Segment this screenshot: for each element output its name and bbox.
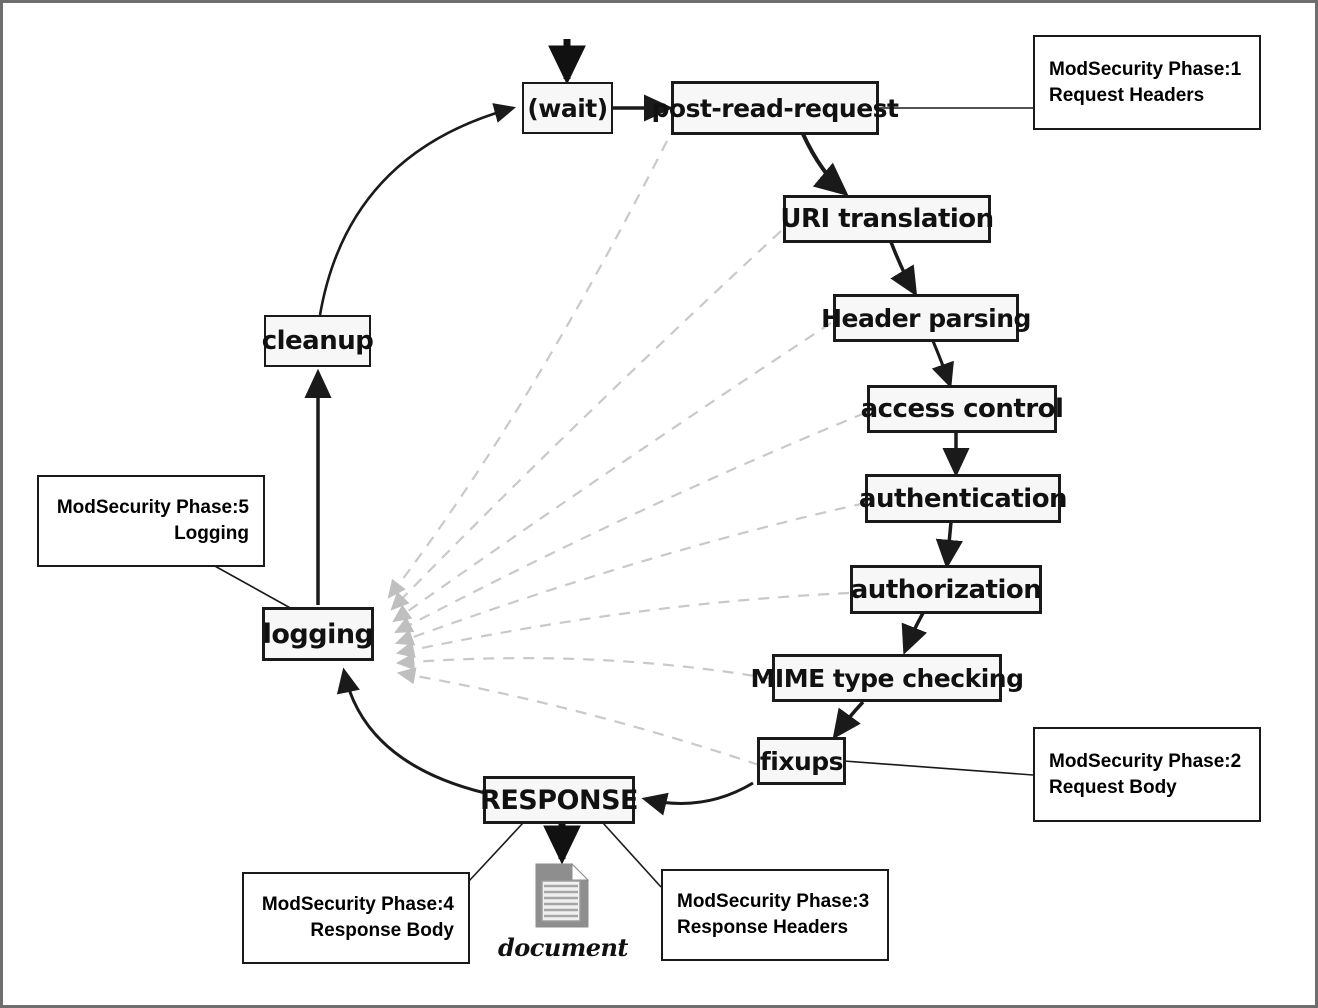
node-cleanup-label: cleanup xyxy=(261,326,374,356)
node-wait[interactable]: (wait) xyxy=(522,82,613,134)
callout-phase-4-line1: ModSecurity Phase:4 xyxy=(261,894,454,916)
node-logging-label: logging xyxy=(262,618,374,650)
node-authorization-label: authorization xyxy=(850,574,1042,605)
node-header-parsing-label: Header parsing xyxy=(821,303,1031,333)
node-wait-label: (wait) xyxy=(527,93,608,123)
node-authorization[interactable]: authorization xyxy=(850,565,1042,614)
node-mime-type-checking[interactable]: MIME type checking xyxy=(751,654,1024,702)
callout-phase-5: ModSecurity Phase:5 Logging xyxy=(37,475,265,567)
callout-phase-1-line2: Request Headers xyxy=(1049,84,1205,106)
node-uri-translation-label: URI translation xyxy=(780,204,994,234)
node-access-control[interactable]: access control xyxy=(861,385,1064,433)
callout-phase-1: ModSecurity Phase:1 Request Headers xyxy=(1033,35,1261,130)
callout-phase-3-line2: Response Headers xyxy=(677,917,849,938)
callout-phase-3: ModSecurity Phase:3 Response Headers xyxy=(661,869,889,961)
callout-phase-4: ModSecurity Phase:4 Response Body xyxy=(242,872,470,964)
document-page-icon xyxy=(535,862,590,928)
node-access-control-label: access control xyxy=(860,394,1064,424)
node-fixups[interactable]: fixups xyxy=(757,737,846,785)
callout-phase-2-line1: ModSecurity Phase:2 xyxy=(1049,750,1242,772)
callout-phase-3-line1: ModSecurity Phase:3 xyxy=(677,891,870,913)
node-fixups-label: fixups xyxy=(759,746,844,776)
node-uri-translation[interactable]: URI translation xyxy=(780,195,994,243)
node-cleanup[interactable]: cleanup xyxy=(261,315,374,367)
node-response[interactable]: RESPONSE xyxy=(480,776,638,824)
node-authentication-label: authentication xyxy=(858,483,1068,514)
callout-phase-5-line2: Logging xyxy=(174,523,249,544)
node-authentication[interactable]: authentication xyxy=(859,474,1068,523)
node-post-read-request[interactable]: post-read-request xyxy=(652,81,899,135)
node-response-label: RESPONSE xyxy=(480,784,638,816)
node-post-read-request-label: post-read-request xyxy=(651,93,899,123)
callout-phase-5-line1: ModSecurity Phase:5 xyxy=(56,497,249,519)
document-output: document xyxy=(498,861,629,962)
document-label: document xyxy=(497,933,629,962)
callout-phase-2-line2: Request Body xyxy=(1049,776,1177,798)
node-logging[interactable]: logging xyxy=(262,607,374,661)
callout-phase-1-line1: ModSecurity Phase:1 xyxy=(1049,58,1242,80)
node-header-parsing[interactable]: Header parsing xyxy=(821,294,1031,342)
callout-phase-4-line2: Response Body xyxy=(310,920,454,941)
callout-phase-2: ModSecurity Phase:2 Request Body xyxy=(1033,727,1261,822)
node-mime-type-checking-label: MIME type checking xyxy=(750,663,1024,693)
